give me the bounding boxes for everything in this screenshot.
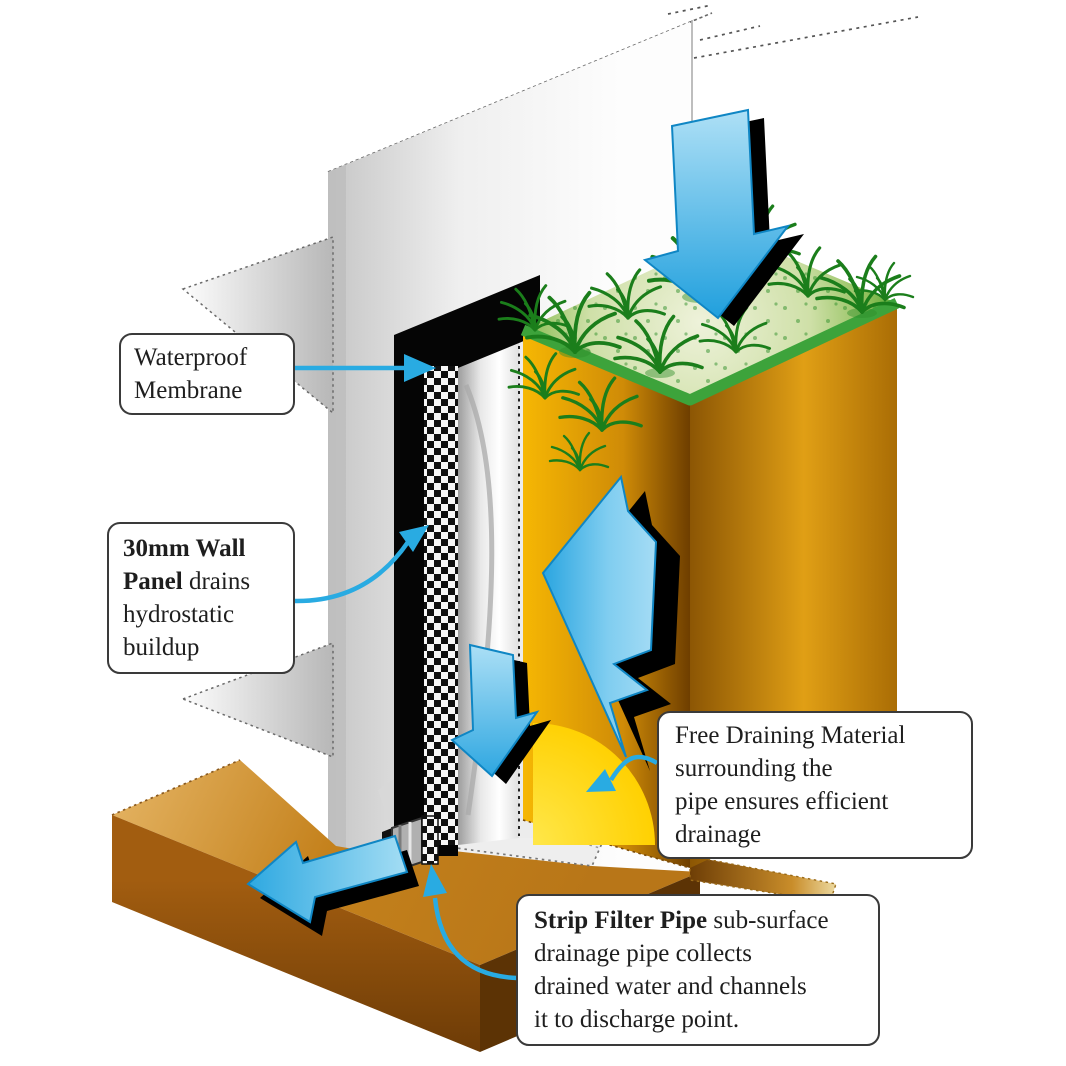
wall-panel-arrowhead-icon bbox=[399, 525, 429, 552]
ground-right-strip bbox=[689, 855, 837, 903]
label-line: drained water and channels bbox=[534, 970, 862, 1003]
label-text: drainage pipe collects bbox=[534, 940, 752, 967]
leader-arrows bbox=[293, 365, 659, 981]
label-line: drainage bbox=[675, 821, 762, 848]
label-line: 30mm Wall bbox=[123, 532, 279, 565]
label-line: drainage pipe collects bbox=[534, 937, 862, 970]
label-line: Waterproof bbox=[134, 344, 248, 371]
free-draining-leader-arrow bbox=[609, 754, 659, 782]
panel-drain-arrow-icon bbox=[450, 643, 551, 784]
label-line: surrounding the bbox=[675, 755, 833, 782]
grass-fringe bbox=[520, 298, 900, 406]
label-line: hydrostatic bbox=[123, 598, 279, 631]
label-line: it to discharge point. bbox=[534, 1003, 862, 1036]
label-line: pipe ensures efficient bbox=[675, 788, 889, 815]
pipe-filter-texture bbox=[421, 815, 439, 865]
wall-panel-leader-arrow bbox=[293, 540, 410, 604]
strip-filter-arrowhead-icon bbox=[423, 864, 447, 897]
label-line: Strip Filter Pipe sub-surface bbox=[534, 904, 862, 937]
label-bold-text: Panel bbox=[123, 568, 183, 595]
label-line: Free Draining Material bbox=[675, 722, 906, 749]
free-draining-arrowhead-icon bbox=[586, 769, 616, 792]
label-line: buildup bbox=[123, 631, 279, 664]
label-text: it to discharge point. bbox=[534, 1006, 740, 1033]
label-bold-text: 30mm Wall bbox=[123, 535, 246, 562]
label-line: Panel drains bbox=[123, 565, 279, 598]
leader-arrowheads bbox=[399, 354, 616, 897]
surface-water-arrow-icon bbox=[642, 108, 804, 326]
label-text: drained water and channels bbox=[534, 973, 807, 1000]
label-text: hydrostatic bbox=[123, 601, 235, 628]
label-line: Membrane bbox=[134, 377, 243, 404]
discharge-arrow-icon bbox=[246, 834, 419, 936]
label-text: buildup bbox=[123, 634, 200, 661]
wall-continuation-dashes bbox=[667, 4, 919, 59]
label-wall-panel: 30mm Wall Panel drains hydrostatic build… bbox=[107, 522, 295, 674]
label-text: sub-surface bbox=[707, 907, 829, 934]
grass-surface bbox=[497, 197, 915, 472]
label-waterproof-membrane: Waterproof Membrane bbox=[119, 333, 295, 415]
label-strip-filter-pipe: Strip Filter Pipe sub-surface drainage p… bbox=[516, 894, 880, 1046]
strip-filter-leader-arrow bbox=[432, 897, 518, 981]
membrane-arrowhead-icon bbox=[404, 354, 436, 382]
ground-front-left-face bbox=[112, 815, 480, 1052]
label-text: drains bbox=[182, 568, 251, 595]
hydrostatic-pressure-arrow-icon bbox=[541, 474, 680, 771]
label-bold-text: Strip Filter Pipe bbox=[534, 907, 708, 934]
label-free-draining: Free Draining Material surrounding the p… bbox=[657, 711, 973, 859]
floor-slabs bbox=[180, 235, 334, 759]
panel-dimple-texture bbox=[424, 366, 458, 845]
